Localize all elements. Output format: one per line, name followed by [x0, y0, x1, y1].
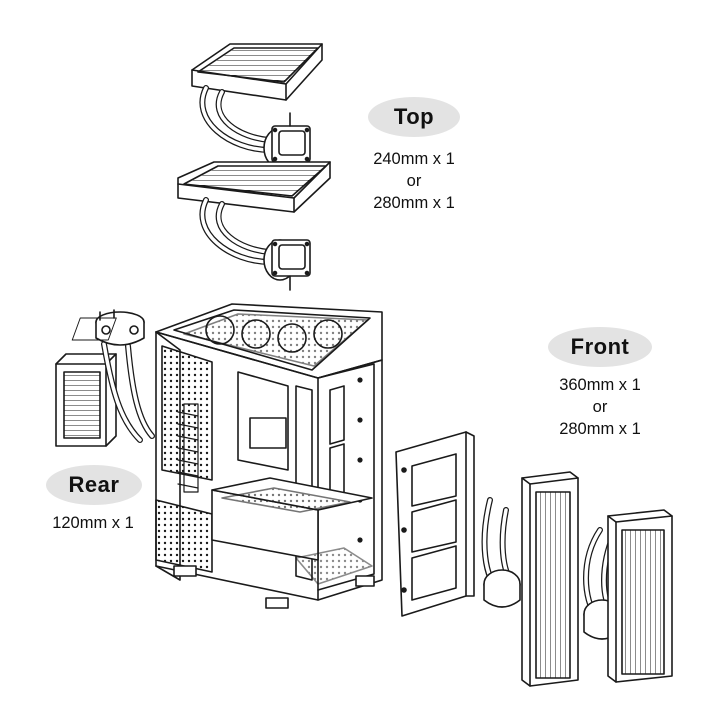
front-aio-cooler-360: [481, 471, 579, 687]
top-size-2: 280mm x 1: [373, 194, 455, 212]
top-aio-cooler-280: [177, 161, 331, 291]
front-size-1: 360mm x 1: [559, 376, 641, 394]
pc-case-chassis: [71, 303, 383, 609]
rear-size-1: 120mm x 1: [52, 514, 134, 532]
rear-label-badge: Rear: [46, 465, 142, 505]
rear-aio-cooler-120: [55, 309, 155, 447]
top-aio-cooler-240: [191, 43, 323, 173]
front-size-2: 280mm x 1: [559, 420, 641, 438]
top-size-or: or: [406, 172, 422, 190]
top-radiator-sizes: 240mm x 1 or 280mm x 1: [336, 148, 492, 214]
rear-label: Rear: [68, 472, 120, 497]
front-radiator-bracket: [395, 431, 475, 617]
rear-radiator-sizes: 120mm x 1: [20, 512, 166, 534]
front-label-badge: Front: [548, 327, 652, 367]
front-label: Front: [570, 334, 630, 359]
top-label-badge: Top: [368, 97, 460, 137]
front-aio-cooler-280: [583, 509, 673, 683]
top-label: Top: [393, 104, 435, 129]
front-size-or: or: [592, 398, 608, 416]
top-size-1: 240mm x 1: [373, 150, 455, 168]
front-radiator-sizes: 360mm x 1 or 280mm x 1: [522, 374, 678, 440]
